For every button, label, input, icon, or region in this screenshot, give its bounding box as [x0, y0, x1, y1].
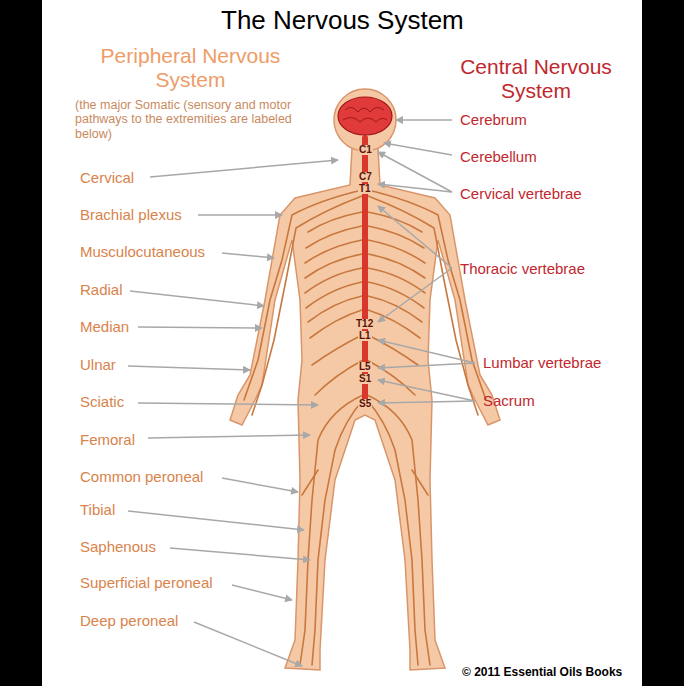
part-label: Cerebrum: [460, 111, 527, 128]
nerve-label: Cervical: [80, 169, 134, 186]
nerve-label: Radial: [80, 281, 123, 298]
vertebra-label: T1: [358, 184, 372, 194]
nerve-label: Musculocutaneous: [80, 243, 205, 260]
central-nervous-system: [338, 97, 392, 405]
section-heading: Peripheral Nervous System: [88, 44, 293, 92]
nerve-label: Median: [80, 318, 129, 335]
section-heading: Central Nervous System: [430, 55, 642, 103]
copyright-caption: © 2011 Essential Oils Books: [462, 666, 622, 680]
vertebra-label: C1: [358, 145, 373, 155]
vertebra-label: S1: [358, 374, 372, 384]
part-label: Lumbar vertebrae: [483, 354, 601, 371]
nerve-label: Common peroneal: [80, 468, 203, 485]
note-text: (the major Somatic (sensory and motor pa…: [75, 98, 313, 141]
vertebra-label: C7: [358, 172, 373, 182]
nerve-label: Deep peroneal: [80, 612, 178, 629]
body-silhouette: [230, 89, 500, 670]
part-label: Thoracic vertebrae: [460, 260, 585, 277]
part-label: Cerebellum: [460, 148, 537, 165]
vertebra-label: T12: [355, 319, 374, 329]
nerve-label: Ulnar: [80, 356, 116, 373]
vertebra-label: S5: [358, 399, 372, 409]
nerve-label: Tibial: [80, 501, 115, 518]
side-bar: [0, 0, 42, 686]
nerve-label: Brachial plexus: [80, 206, 182, 223]
nerve-label: Sciatic: [80, 393, 124, 410]
side-bar: [642, 0, 684, 686]
nerve-label: Femoral: [80, 431, 135, 448]
vertebra-label: L1: [358, 331, 372, 341]
nerve-label: Saphenous: [80, 538, 156, 555]
part-label: Sacrum: [483, 392, 535, 409]
part-label: Cervical vertebrae: [460, 185, 582, 202]
vertebra-label: L5: [358, 362, 372, 372]
diagram-title: The Nervous System: [221, 6, 464, 36]
nerve-label: Superficial peroneal: [80, 574, 213, 591]
